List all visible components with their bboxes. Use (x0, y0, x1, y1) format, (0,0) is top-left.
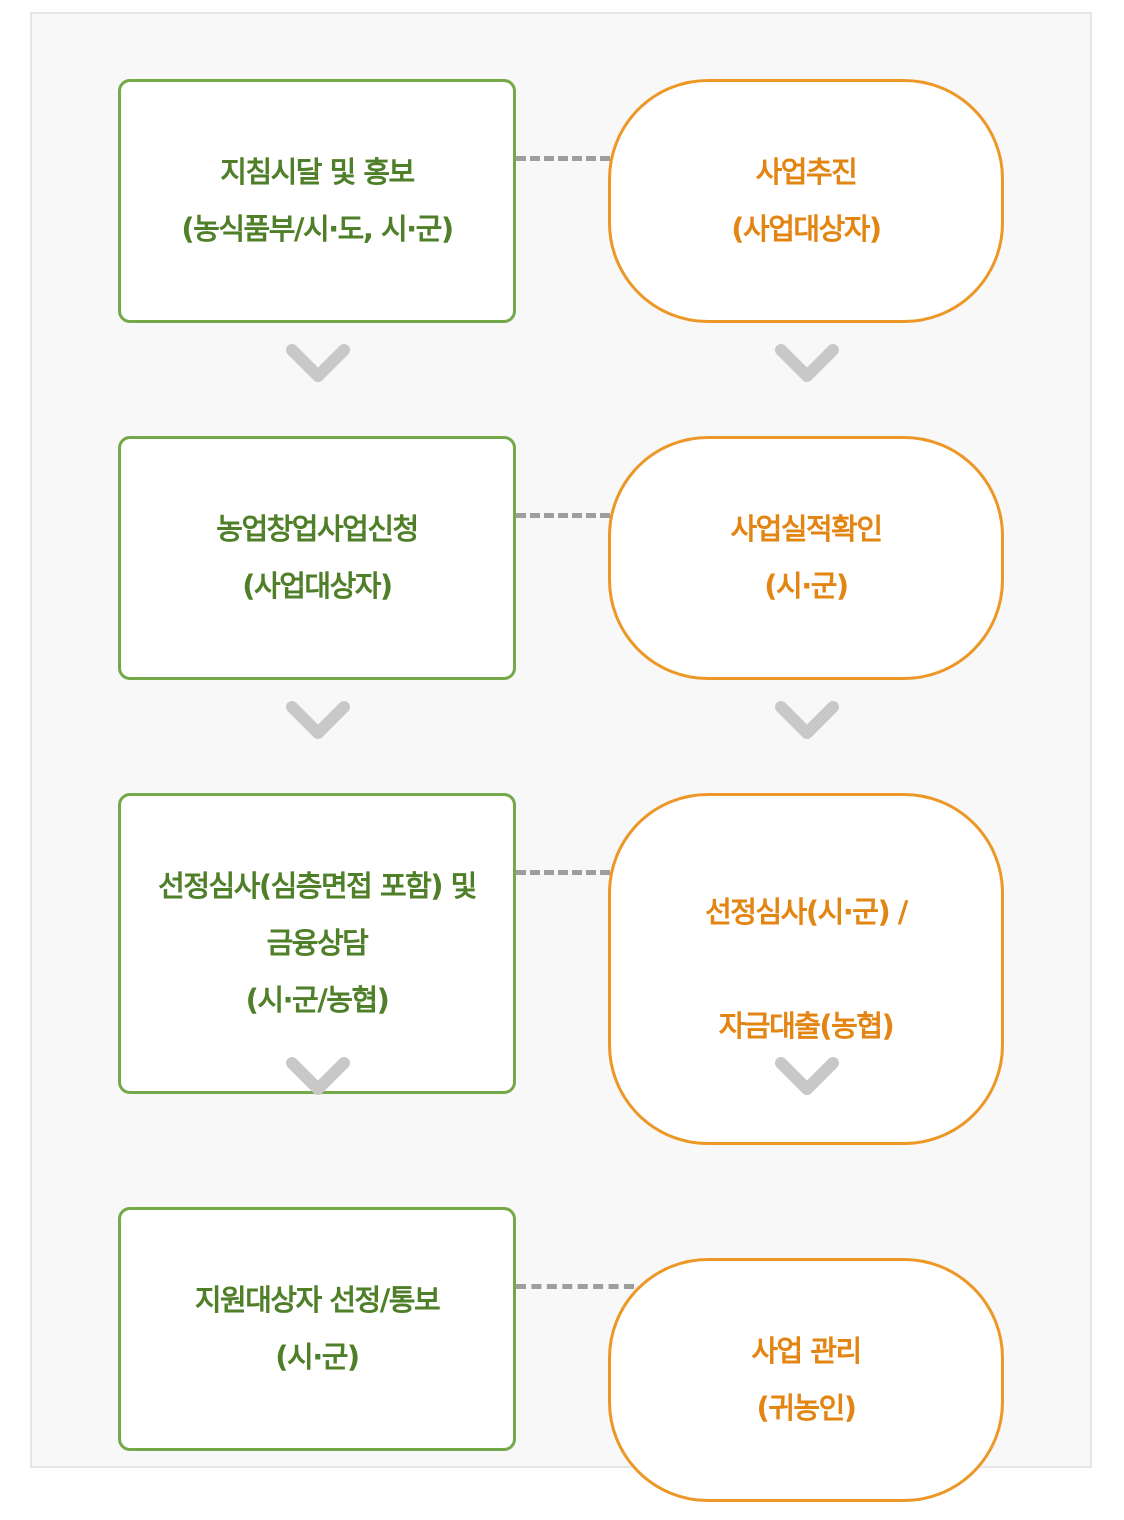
connector-4 (516, 1284, 634, 1289)
chevron-down-icon (775, 1057, 839, 1095)
step-line: 지원대상자 선정/통보 (194, 1283, 441, 1317)
chevron-down-icon (775, 701, 839, 739)
connector-2 (516, 513, 610, 518)
left-step-4: 지원대상자 선정/통보 (시·군) (118, 1207, 516, 1451)
step-line: 지침시달 및 홍보 (220, 155, 415, 189)
chevron-down-icon (286, 344, 350, 382)
left-step-2: 농업창업사업신청 (사업대상자) (118, 436, 516, 680)
step-line: 사업 관리 (751, 1334, 862, 1368)
chevron-down-icon (775, 344, 839, 382)
step-line: (시·군/농협) (245, 983, 390, 1017)
step-line: (귀농인) (756, 1391, 857, 1425)
step-line: 사업추진 (755, 155, 858, 189)
step-line: (시·군) (764, 569, 849, 603)
step-line: 자금대출(농협) (718, 1008, 895, 1043)
left-step-3: 선정심사(심층면접 포함) 및 금융상담 (시·군/농협) (118, 793, 516, 1094)
connector-3 (516, 870, 610, 875)
right-step-1: 사업추진 (사업대상자) (608, 79, 1004, 323)
chevron-down-icon (286, 1057, 350, 1095)
step-line: 금융상담 (266, 926, 369, 960)
chevron-down-icon (286, 701, 350, 739)
connector-1 (516, 156, 610, 161)
right-step-4: 사업 관리 (귀농인) (608, 1258, 1004, 1502)
step-line: 선정심사(심층면접 포함) 및 (158, 869, 477, 903)
step-line: (사업대상자) (731, 212, 882, 246)
step-line: (농식품부/시·도, 시·군) (181, 212, 454, 246)
right-step-2: 사업실적확인 (시·군) (608, 436, 1004, 680)
step-line: (시·군) (275, 1340, 360, 1374)
step-line: 선정심사(시·군) / (705, 894, 908, 929)
left-step-1: 지침시달 및 홍보 (농식품부/시·도, 시·군) (118, 79, 516, 323)
step-line: 사업실적확인 (730, 512, 883, 546)
step-line: 농업창업사업신청 (216, 512, 419, 546)
step-line: (사업대상자) (242, 569, 393, 603)
